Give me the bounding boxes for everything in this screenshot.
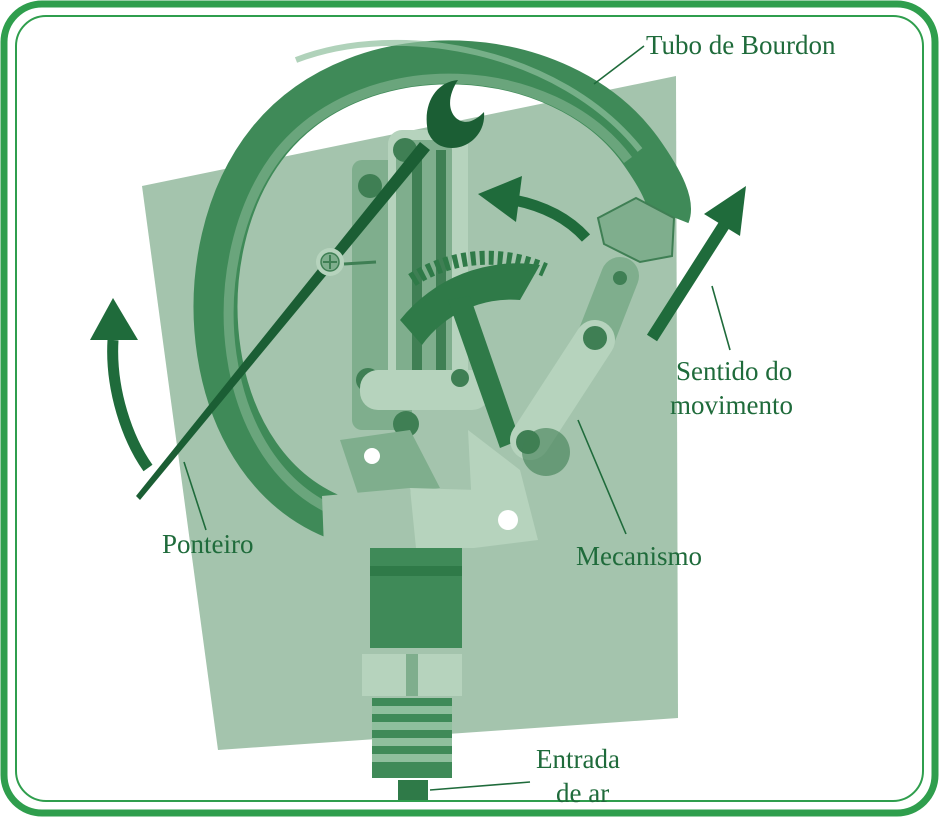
leader-entrada (430, 782, 530, 790)
label-entrada-line1: Entrada (536, 744, 620, 774)
label-sentido-line1: Sentido do (676, 356, 792, 386)
leader-sentido (712, 286, 730, 350)
air-inlet-fitting (362, 548, 462, 800)
label-entrada-line2: de ar (556, 778, 609, 808)
label-ponteiro: Ponteiro (162, 529, 254, 559)
leader-tubo (594, 46, 644, 84)
label-tubo-de-bourdon: Tubo de Bourdon (646, 30, 836, 60)
arrow-pointer-movement (90, 298, 148, 468)
label-mecanismo: Mecanismo (576, 541, 702, 571)
label-sentido-line2: movimento (670, 390, 793, 420)
